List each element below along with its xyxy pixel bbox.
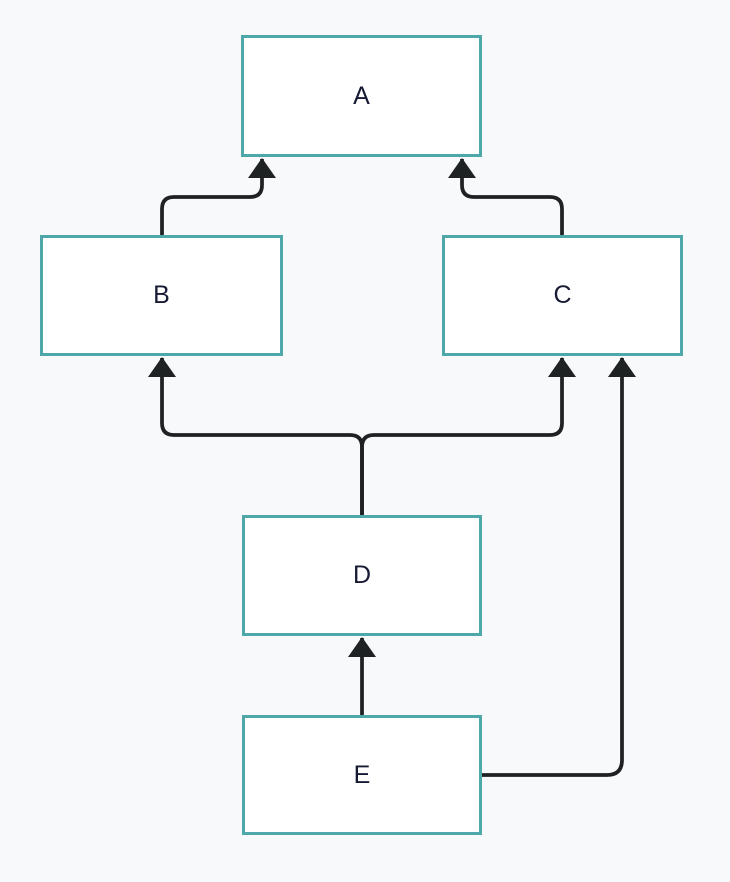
edge-D-C [360, 357, 576, 515]
edge-D-B [148, 357, 364, 515]
node-A: A [241, 35, 482, 157]
node-E: E [242, 715, 482, 835]
node-C-label: C [553, 281, 572, 309]
node-D-label: D [352, 561, 372, 589]
node-B-label: B [153, 281, 170, 309]
node-A-label: A [353, 81, 370, 110]
edge-E-C [482, 357, 636, 777]
node-B: B [40, 235, 283, 356]
edge-B-A [160, 158, 276, 235]
node-E-label: E [353, 760, 371, 789]
node-C: C [442, 235, 683, 356]
node-D: D [242, 515, 482, 636]
edge-C-A [448, 158, 564, 235]
